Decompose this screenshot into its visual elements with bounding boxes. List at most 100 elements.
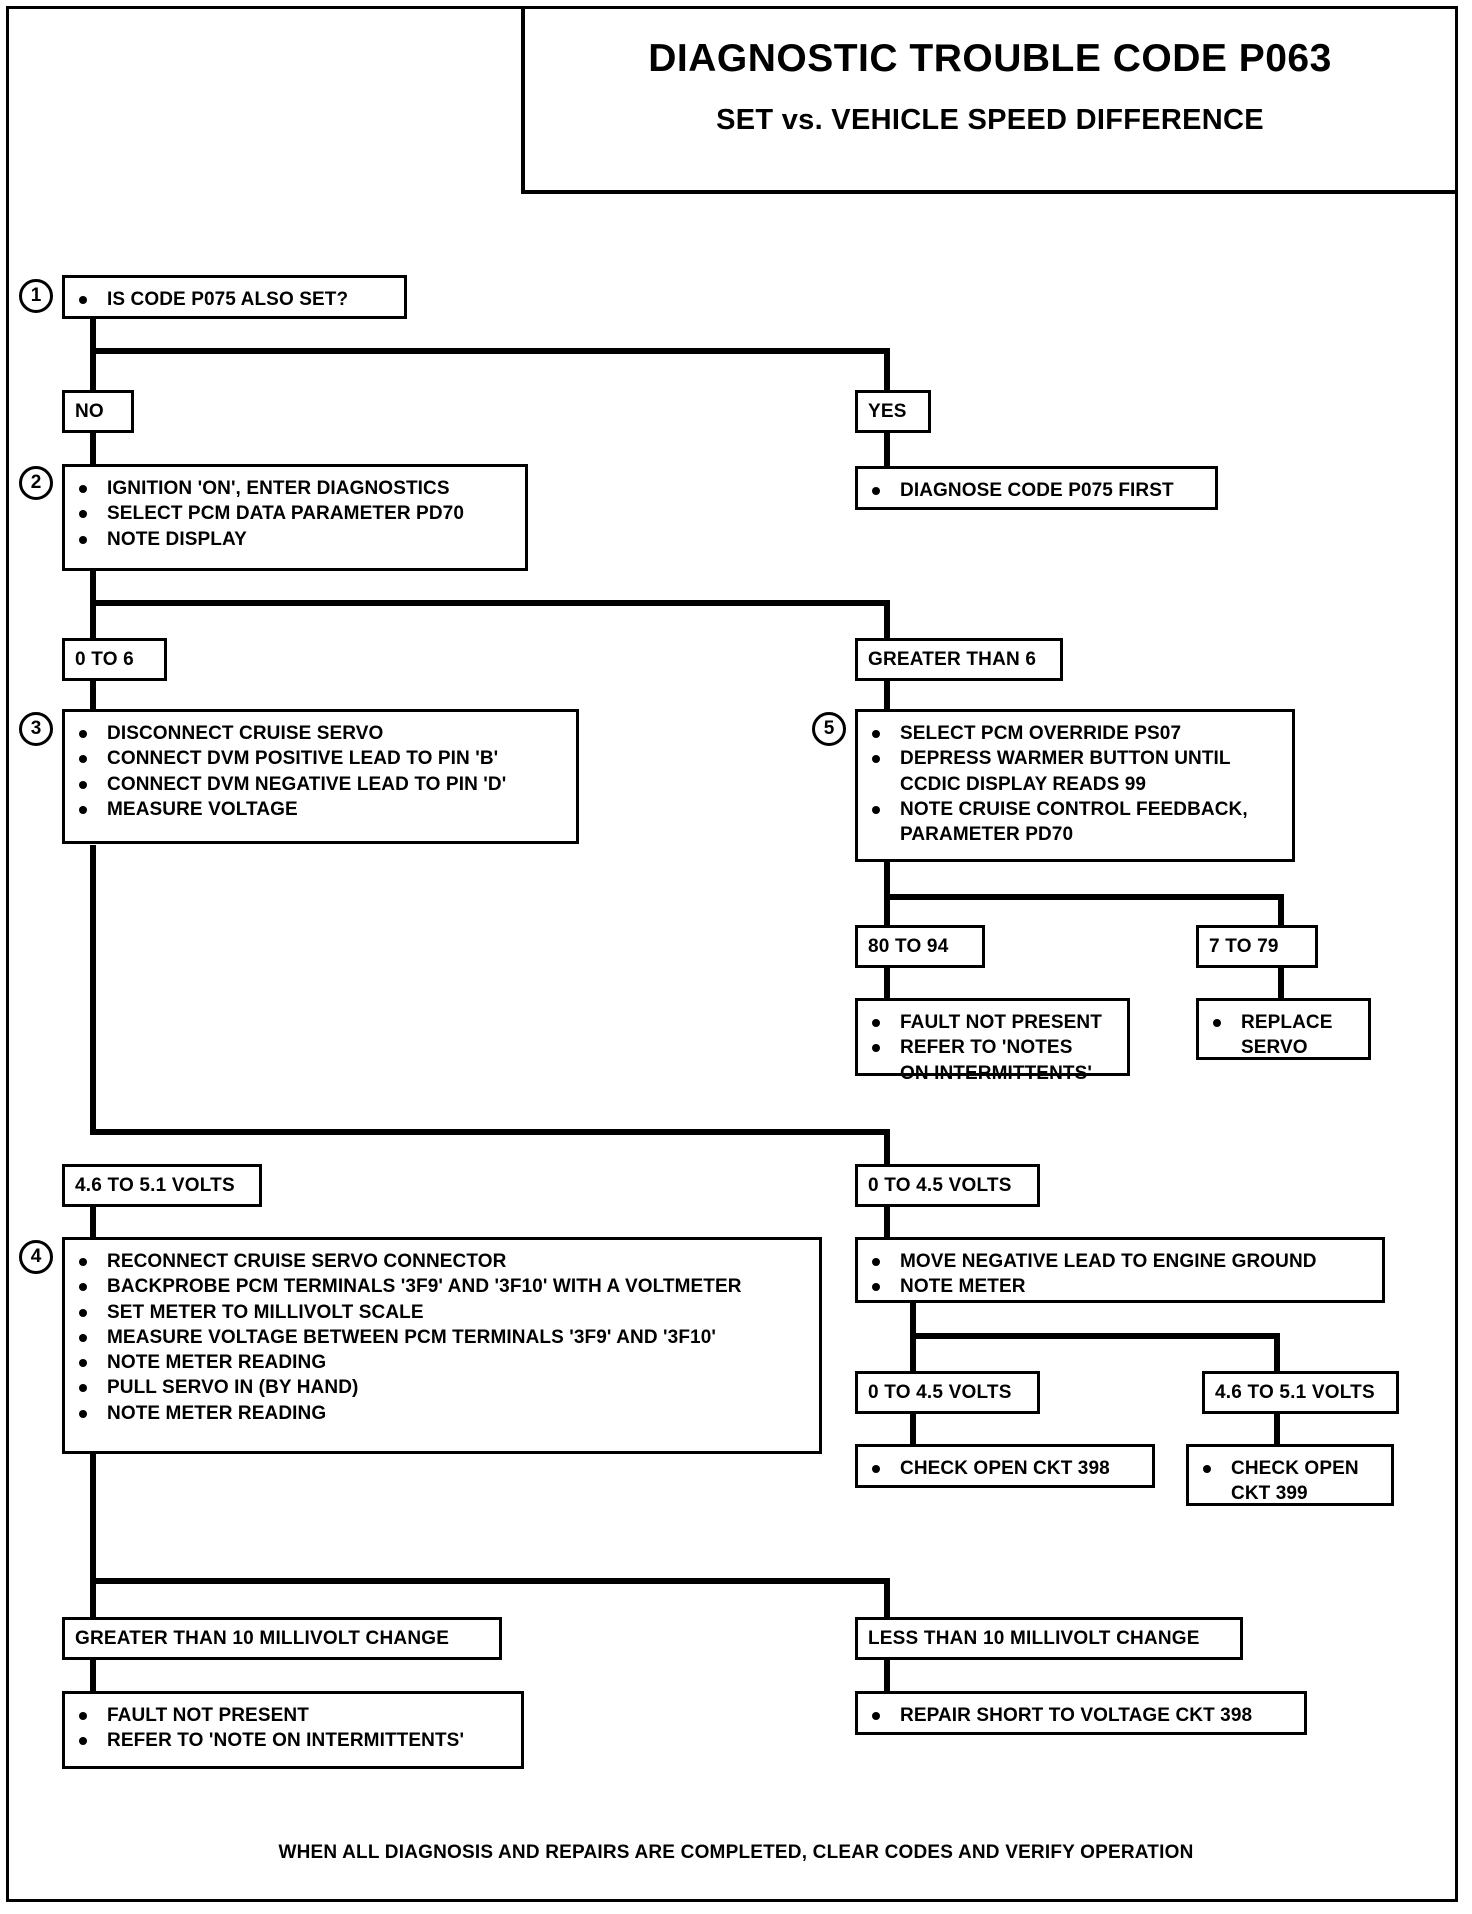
list-item: SELECT PCM DATA PARAMETER PD70 bbox=[65, 501, 519, 526]
list-item: FAULT NOT PRESENT bbox=[65, 1703, 515, 1728]
node-fault-not-present-b[interactable]: FAULT NOT PRESENT REFER TO 'NOTE ON INTE… bbox=[62, 1691, 524, 1769]
branch-tag-7-to-79[interactable]: 7 TO 79 bbox=[1196, 925, 1318, 968]
list-item: IS CODE P075 ALSO SET? bbox=[65, 287, 398, 312]
connector bbox=[90, 1454, 96, 1584]
branch-tag-greater-than-6[interactable]: GREATER THAN 6 bbox=[855, 638, 1063, 681]
connector bbox=[910, 1412, 916, 1445]
footer-note: WHEN ALL DIAGNOSIS AND REPAIRS ARE COMPL… bbox=[278, 1842, 1194, 1863]
step-number-1: 1 bbox=[19, 279, 53, 313]
list-item: REFER TO 'NOTES ON INTERMITTENTS' bbox=[858, 1035, 1121, 1086]
list-item: NOTE METER READING bbox=[65, 1350, 813, 1375]
list-item: NOTE METER READING bbox=[65, 1401, 813, 1426]
connector bbox=[90, 1578, 96, 1618]
connector bbox=[884, 680, 890, 710]
bullet-list: IGNITION 'ON', ENTER DIAGNOSTICS SELECT … bbox=[65, 476, 519, 552]
bullet-list: REPAIR SHORT TO VOLTAGE CKT 398 bbox=[858, 1703, 1298, 1728]
list-item: CHECK OPEN CKT 398 bbox=[858, 1456, 1146, 1481]
node-diagnose-p075-first[interactable]: DIAGNOSE CODE P075 FIRST bbox=[855, 466, 1218, 510]
list-item: REFER TO 'NOTE ON INTERMITTENTS' bbox=[65, 1728, 515, 1753]
bullet-list: CHECK OPEN CKT 399 bbox=[1189, 1456, 1385, 1507]
step-number-3: 3 bbox=[19, 712, 53, 746]
bullet-list: CHECK OPEN CKT 398 bbox=[858, 1456, 1146, 1481]
connector bbox=[1274, 1412, 1280, 1445]
step-number-4: 4 bbox=[19, 1240, 53, 1274]
node-step5[interactable]: SELECT PCM OVERRIDE PS07 DEPRESS WARMER … bbox=[855, 709, 1295, 862]
list-item: DISCONNECT CRUISE SERVO bbox=[65, 721, 570, 746]
connector bbox=[884, 1660, 890, 1692]
branch-tag-greater-than-10-millivolt-change[interactable]: GREATER THAN 10 MILLIVOLT CHANGE bbox=[62, 1617, 502, 1660]
node-replace-servo[interactable]: REPLACE SERVO bbox=[1196, 998, 1371, 1060]
connector bbox=[1274, 1333, 1280, 1378]
list-item: DIAGNOSE CODE P075 FIRST bbox=[858, 478, 1209, 503]
branch-tag-0-to-45-volts-right[interactable]: 0 TO 4.5 VOLTS bbox=[855, 1164, 1040, 1207]
bullet-list: DIAGNOSE CODE P075 FIRST bbox=[858, 478, 1209, 503]
list-item: DEPRESS WARMER BUTTON UNTIL CCDIC DISPLA… bbox=[858, 746, 1286, 797]
node-step4[interactable]: RECONNECT CRUISE SERVO CONNECTOR BACKPRO… bbox=[62, 1237, 822, 1454]
list-item: RECONNECT CRUISE SERVO CONNECTOR bbox=[65, 1249, 813, 1274]
list-item: IGNITION 'ON', ENTER DIAGNOSTICS bbox=[65, 476, 519, 501]
branch-tag-46-to-51-volts-left[interactable]: 4.6 TO 5.1 VOLTS bbox=[62, 1164, 262, 1207]
branch-tag-less-than-10-millivolt-change[interactable]: LESS THAN 10 MILLIVOLT CHANGE bbox=[855, 1617, 1243, 1660]
branch-tag-no[interactable]: NO bbox=[62, 390, 134, 433]
node-fault-not-present-a[interactable]: FAULT NOT PRESENT REFER TO 'NOTES ON INT… bbox=[855, 998, 1130, 1084]
connector bbox=[884, 1578, 890, 1618]
connector bbox=[884, 1207, 890, 1237]
step-number-5: 5 bbox=[812, 712, 846, 746]
connector bbox=[910, 1333, 1280, 1339]
branch-tag-0-to-45-volts-b[interactable]: 0 TO 4.5 VOLTS bbox=[855, 1371, 1040, 1414]
connector bbox=[90, 680, 96, 710]
list-item: SET METER TO MILLIVOLT SCALE bbox=[65, 1300, 813, 1325]
bullet-list: IS CODE P075 ALSO SET? bbox=[65, 287, 398, 312]
bullet-list: REPLACE SERVO bbox=[1199, 1010, 1362, 1061]
bullet-list: MOVE NEGATIVE LEAD TO ENGINE GROUND NOTE… bbox=[858, 1249, 1376, 1300]
branch-tag-46-to-51-volts-b[interactable]: 4.6 TO 5.1 VOLTS bbox=[1202, 1371, 1399, 1414]
list-item: MOVE NEGATIVE LEAD TO ENGINE GROUND bbox=[858, 1249, 1376, 1274]
connector bbox=[910, 1333, 916, 1378]
connector bbox=[90, 570, 96, 600]
page-border bbox=[6, 6, 1458, 1902]
list-item: CHECK OPEN CKT 399 bbox=[1189, 1456, 1385, 1507]
node-step1[interactable]: IS CODE P075 ALSO SET? bbox=[62, 275, 407, 319]
connector bbox=[884, 894, 890, 930]
node-repair-short-to-voltage[interactable]: REPAIR SHORT TO VOLTAGE CKT 398 bbox=[855, 1691, 1307, 1735]
connector bbox=[884, 967, 890, 999]
connector bbox=[884, 1129, 890, 1167]
connector bbox=[90, 1660, 96, 1692]
connector bbox=[90, 1578, 890, 1584]
connector bbox=[90, 600, 96, 642]
list-item: FAULT NOT PRESENT bbox=[858, 1010, 1121, 1035]
bullet-list: DISCONNECT CRUISE SERVO CONNECT DVM POSI… bbox=[65, 721, 570, 822]
connector bbox=[884, 432, 890, 476]
bullet-list: RECONNECT CRUISE SERVO CONNECTOR BACKPRO… bbox=[65, 1249, 813, 1426]
list-item: SELECT PCM OVERRIDE PS07 bbox=[858, 721, 1286, 746]
bullet-list: FAULT NOT PRESENT REFER TO 'NOTE ON INTE… bbox=[65, 1703, 515, 1754]
branch-tag-80-to-94[interactable]: 80 TO 94 bbox=[855, 925, 985, 968]
branch-tag-0-to-6[interactable]: 0 TO 6 bbox=[62, 638, 167, 681]
step-number-2: 2 bbox=[19, 466, 53, 500]
connector bbox=[90, 432, 96, 472]
branch-tag-yes[interactable]: YES bbox=[855, 390, 931, 433]
list-item: NOTE METER bbox=[858, 1274, 1376, 1299]
list-item: CONNECT DVM NEGATIVE LEAD TO PIN 'D' bbox=[65, 772, 570, 797]
connector bbox=[884, 348, 890, 392]
bullet-list: FAULT NOT PRESENT REFER TO 'NOTES ON INT… bbox=[858, 1010, 1121, 1086]
node-check-open-ckt-399[interactable]: CHECK OPEN CKT 399 bbox=[1186, 1444, 1394, 1506]
connector bbox=[90, 600, 890, 606]
connector bbox=[910, 1301, 916, 1333]
connector bbox=[90, 348, 890, 354]
connector bbox=[90, 348, 96, 392]
connector bbox=[884, 862, 890, 894]
connector bbox=[90, 1207, 96, 1237]
node-check-open-ckt-398[interactable]: CHECK OPEN CKT 398 bbox=[855, 1444, 1155, 1488]
node-step2[interactable]: IGNITION 'ON', ENTER DIAGNOSTICS SELECT … bbox=[62, 464, 528, 571]
list-item: REPAIR SHORT TO VOLTAGE CKT 398 bbox=[858, 1703, 1298, 1728]
connector bbox=[884, 894, 1284, 900]
node-move-negative-lead[interactable]: MOVE NEGATIVE LEAD TO ENGINE GROUND NOTE… bbox=[855, 1237, 1385, 1303]
list-item: BACKPROBE PCM TERMINALS '3F9' AND '3F10'… bbox=[65, 1274, 813, 1299]
node-step3[interactable]: DISCONNECT CRUISE SERVO CONNECT DVM POSI… bbox=[62, 709, 579, 844]
list-item: REPLACE SERVO bbox=[1199, 1010, 1362, 1061]
page-title: DIAGNOSTIC TROUBLE CODE P063 bbox=[648, 37, 1332, 80]
list-item: NOTE CRUISE CONTROL FEEDBACK, PARAMETER … bbox=[858, 797, 1286, 848]
connector bbox=[1278, 894, 1284, 930]
